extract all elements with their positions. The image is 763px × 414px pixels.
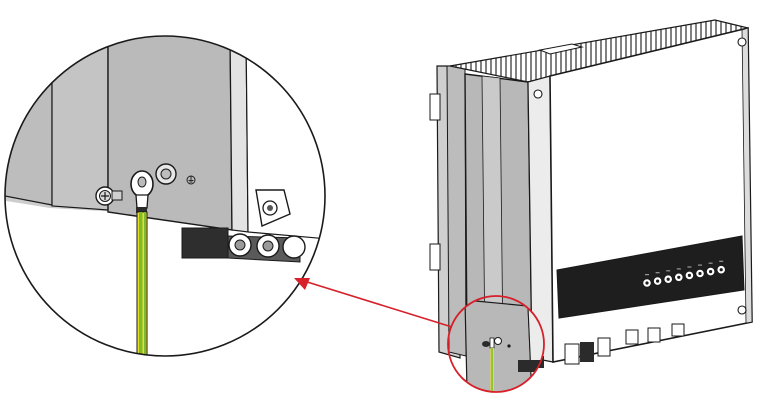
zoom-detail-view [4,35,326,357]
ring-terminal-small [489,337,495,349]
indicator-led-center [687,273,692,277]
grounding-hole-small [494,337,502,345]
indicator-label-mark [708,262,713,264]
corner-screw-tl [533,89,543,99]
bottom-connector-block [181,227,229,259]
indicator-label-mark [676,268,681,270]
magnifier-circle-icon [447,295,545,393]
indicator-label-mark [645,274,649,276]
indicator-label-mark [666,270,671,272]
indicator-label-mark [698,264,702,266]
ring-terminal [130,170,154,213]
bottom-connectors [520,323,685,368]
indicator-led-center [666,277,670,281]
inverter-unit [429,19,753,368]
indicator-label-mark [719,260,724,262]
indicator-led-center [709,270,713,274]
indicator-led-center [645,281,649,285]
indicator-label-mark [655,272,660,274]
bracket-panel-mid [51,36,109,211]
grounding-screw-small [482,341,490,347]
inverter-side-plate [107,36,233,231]
indicator-label-mark [687,266,692,268]
zoom-circle-outline [4,35,326,357]
earth-ground-icon [186,175,196,185]
indicator-led-center [698,271,702,276]
indicator-led-center [719,268,723,272]
corner-screw-tr [737,37,747,47]
case-edge-strip [229,36,249,233]
indicator-led-center [656,279,660,283]
indicator-row [642,260,726,288]
callout-arrow [294,278,453,328]
cable-gland-3 [282,235,306,259]
grounding-screw [95,186,123,206]
corner-screw-br [737,305,747,315]
ground-wire [136,211,148,356]
indicator-led-center [677,275,681,279]
